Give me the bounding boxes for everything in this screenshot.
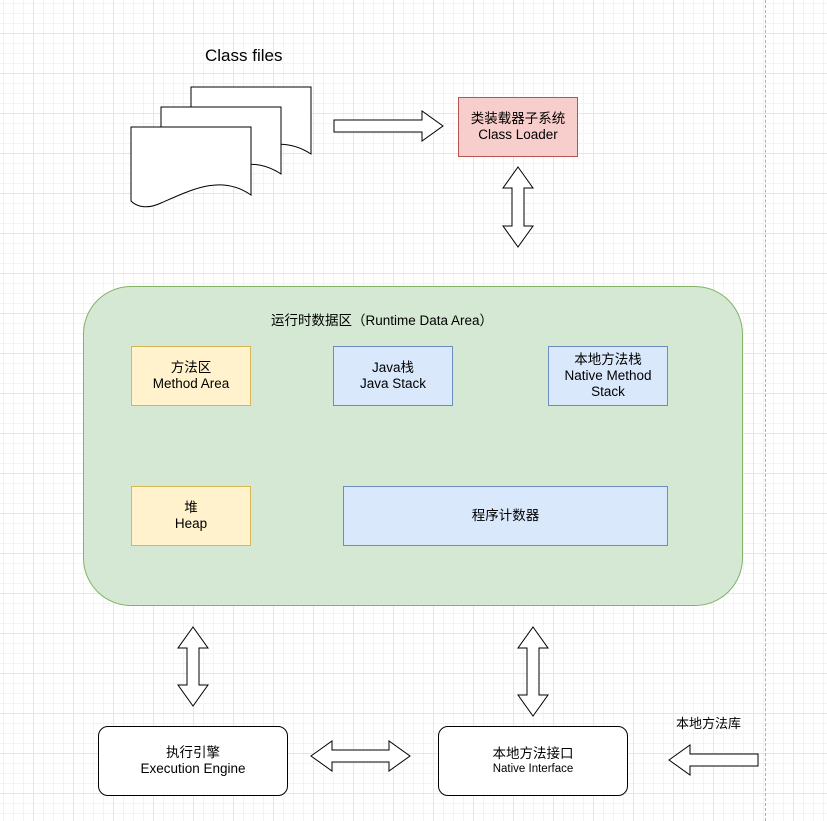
page-guide-line — [765, 0, 766, 821]
java-stack-en: Java Stack — [359, 376, 427, 391]
execution-engine-cn: 执行引擎 — [166, 745, 220, 760]
native-interface-en: Native Interface — [492, 763, 574, 775]
loader-runtime-arrow — [502, 166, 534, 248]
class-loader-cn: 类装载器子系统 — [470, 111, 566, 126]
class-files-label: Class files — [205, 46, 283, 65]
engine-native-arrow — [310, 740, 411, 772]
runtime-data-area[interactable] — [83, 286, 743, 606]
heap-en: Heap — [174, 516, 208, 531]
runtime-native-arrow — [517, 626, 549, 717]
native-interface-cn: 本地方法接口 — [492, 746, 574, 761]
class-loader-box[interactable]: 类装载器子系统 Class Loader — [458, 97, 578, 157]
class-loader-en: Class Loader — [478, 127, 558, 142]
native-interface-box[interactable]: 本地方法接口 Native Interface — [438, 726, 628, 796]
native-stack-cn: 本地方法栈 — [574, 352, 642, 367]
load-arrow — [333, 110, 444, 142]
method-area-cn: 方法区 — [170, 360, 212, 375]
runtime-engine-arrow — [177, 626, 209, 707]
class-files-icon — [130, 86, 312, 208]
native-stack-en-1: Native Method — [564, 368, 652, 383]
execution-engine-box[interactable]: 执行引擎 Execution Engine — [98, 726, 288, 796]
native-library-label: 本地方法库 — [676, 716, 742, 731]
method-area-en: Method Area — [152, 376, 230, 391]
java-stack-box[interactable]: Java栈 Java Stack — [333, 346, 453, 406]
heap-cn: 堆 — [184, 500, 198, 515]
method-area-box[interactable]: 方法区 Method Area — [131, 346, 251, 406]
pc-register-cn: 程序计数器 — [471, 508, 540, 523]
java-stack-cn: Java栈 — [371, 360, 415, 375]
execution-engine-en: Execution Engine — [140, 761, 246, 776]
runtime-data-area-title: 运行时数据区（Runtime Data Area） — [271, 313, 494, 328]
library-arrow — [668, 744, 759, 776]
pc-register-box[interactable]: 程序计数器 — [343, 486, 668, 546]
heap-box[interactable]: 堆 Heap — [131, 486, 251, 546]
native-method-stack-box[interactable]: 本地方法栈 Native Method Stack — [548, 346, 668, 406]
native-stack-en-2: Stack — [591, 384, 625, 399]
